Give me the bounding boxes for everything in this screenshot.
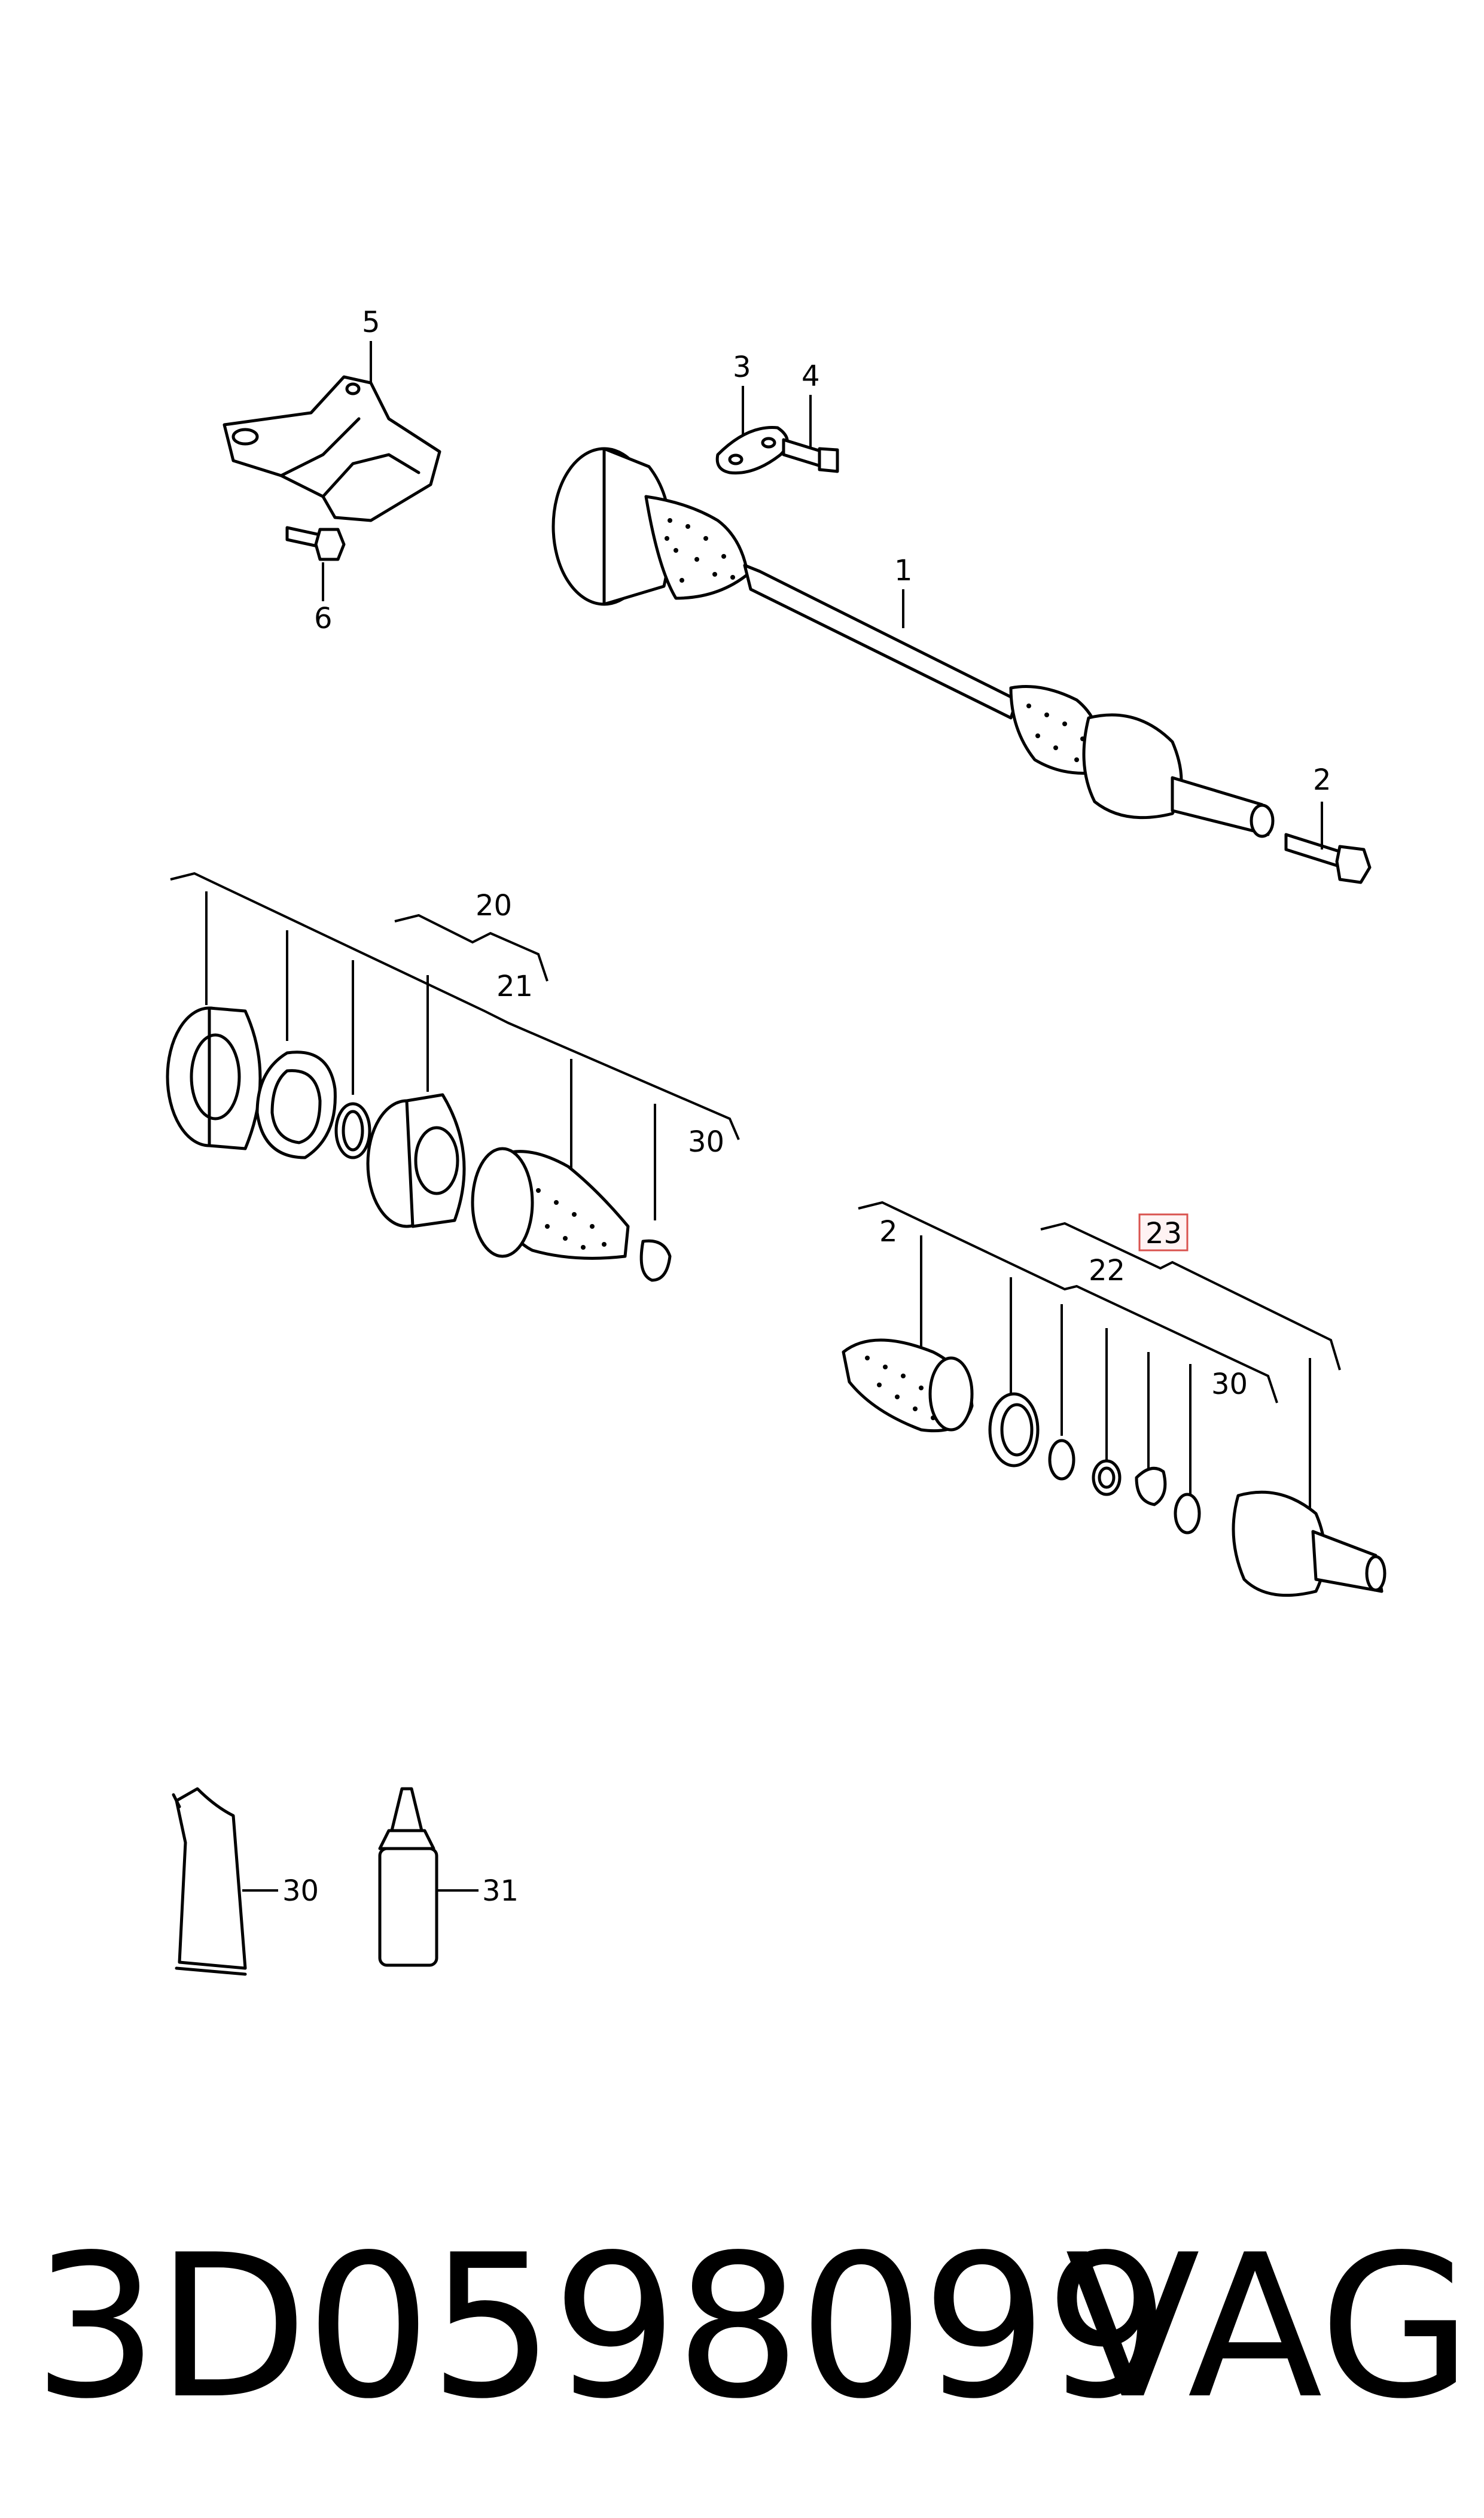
inner-joint-group-brackets bbox=[170, 872, 740, 1220]
boot-dots-left bbox=[665, 518, 735, 583]
part-3-lock-plate bbox=[715, 426, 789, 475]
callout-3: 3 bbox=[733, 351, 751, 384]
boot-dots-outer bbox=[865, 1356, 936, 1420]
callout-23: 23 bbox=[1145, 1217, 1182, 1250]
part-30-grease-tube bbox=[172, 1787, 247, 1976]
part-1-drive-shaft bbox=[551, 447, 1275, 838]
outer-joint-group-brackets bbox=[858, 1201, 1341, 1540]
callout-30-tube: 30 bbox=[282, 1874, 319, 1908]
callout-5: 5 bbox=[362, 306, 380, 339]
part-31-sealant-bottle bbox=[378, 1787, 438, 1967]
part-2-bolt-top bbox=[1284, 833, 1372, 884]
callout-30-outer: 30 bbox=[1211, 1368, 1248, 1401]
part-5-bracket bbox=[223, 375, 441, 522]
inner-joint-parts bbox=[166, 1006, 672, 1282]
exploded-parts-diagram: 5 6 3 4 bbox=[166, 306, 1387, 1976]
callout-6: 6 bbox=[314, 602, 333, 635]
boot-dots-inner bbox=[536, 1188, 607, 1250]
callout-31: 31 bbox=[482, 1874, 519, 1908]
callout-23-highlight bbox=[1138, 1213, 1189, 1252]
callout-4: 4 bbox=[802, 360, 820, 393]
callout-20: 20 bbox=[476, 889, 512, 922]
footer: 3D0598099 VAG bbox=[0, 2202, 1484, 2453]
callout-1: 1 bbox=[894, 554, 913, 587]
callout-2-top: 2 bbox=[1313, 763, 1331, 797]
outer-joint-parts bbox=[842, 1338, 1387, 1597]
part-number: 3D0598099 bbox=[33, 2212, 1171, 2442]
callout-22: 22 bbox=[1089, 1254, 1125, 1287]
callout-30-inner: 30 bbox=[688, 1125, 724, 1159]
part-6-bolt bbox=[285, 526, 346, 561]
callout-2-outer: 2 bbox=[879, 1215, 898, 1249]
part-4-screw bbox=[782, 438, 839, 473]
brand-name: VAG bbox=[1065, 2212, 1472, 2442]
callout-21: 21 bbox=[496, 970, 533, 1003]
